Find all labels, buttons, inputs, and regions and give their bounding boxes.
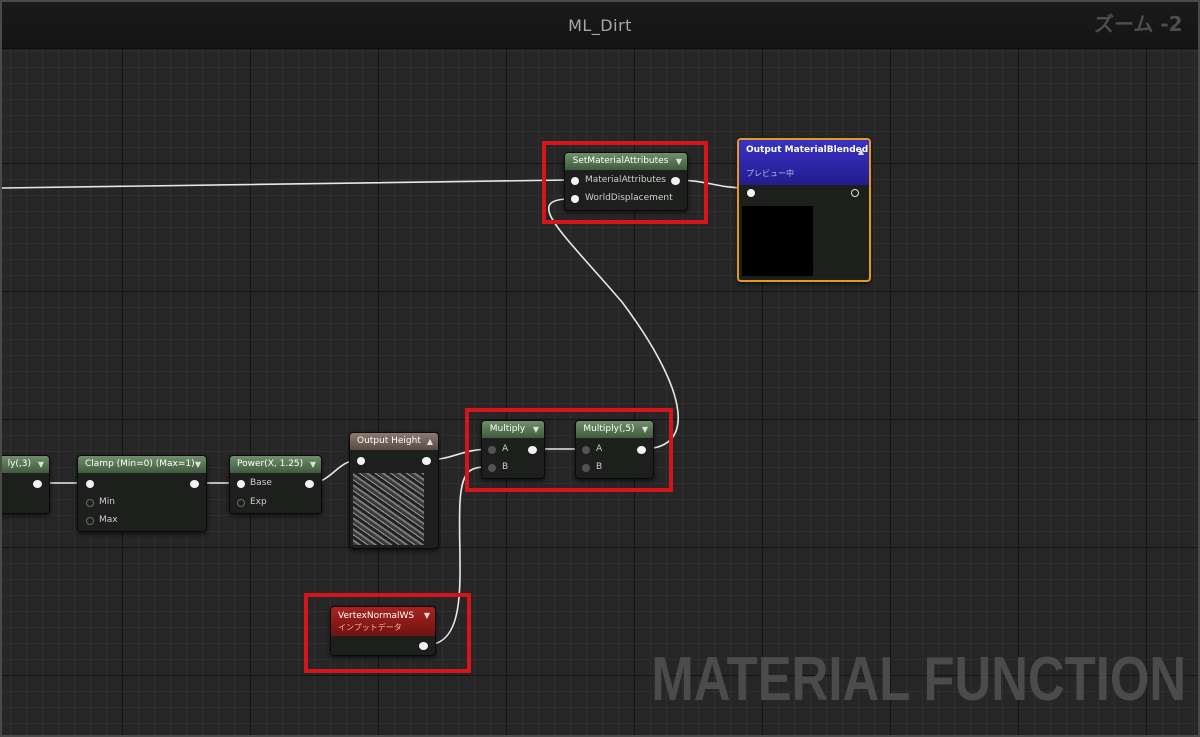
a-pin[interactable]: [582, 446, 590, 454]
highlight-box-set-material-attributes: [542, 141, 708, 224]
node-title: VertexNormalWS: [338, 611, 415, 621]
collapse-arrow-icon[interactable]: ▼: [675, 157, 682, 166]
multiply-node[interactable]: Multiply ▼ A B: [481, 420, 545, 479]
zoom-level-label: ズーム -2: [1094, 12, 1183, 36]
b-pin[interactable]: [488, 464, 496, 472]
pin-label-base: Base: [250, 478, 272, 488]
node-title: Output MaterialBlended: [746, 145, 869, 155]
b-pin[interactable]: [582, 464, 590, 472]
pin-label-b: B: [502, 462, 509, 472]
collapse-arrow-icon[interactable]: ▼: [423, 611, 430, 620]
output-pin[interactable]: [528, 446, 537, 454]
collapse-arrow-icon[interactable]: ▼: [641, 425, 648, 434]
pin-label-world-displacement: WorldDisplacement: [585, 193, 673, 203]
output-pin[interactable]: [305, 480, 314, 488]
pin-label-min: Min: [99, 497, 115, 507]
output-pin[interactable]: [419, 642, 428, 650]
node-title: Power(X, 1.25): [237, 459, 304, 469]
pin-label-exp: Exp: [250, 497, 267, 507]
highlight-box-multiply-nodes: [465, 408, 673, 492]
pin-label-material-attributes: MaterialAttributes: [585, 175, 666, 185]
wire-material-attributes: [2, 179, 571, 189]
input-pin[interactable]: [747, 189, 755, 197]
graph-title: ML_Dirt: [568, 16, 632, 35]
pin-label-a: A: [502, 444, 509, 454]
pin-label-b: B: [596, 462, 603, 472]
output-pin[interactable]: [422, 457, 431, 465]
collapse-arrow-icon[interactable]: ▲: [857, 147, 864, 156]
node-title: Multiply(,5): [583, 424, 635, 434]
node-title: SetMaterialAttributes: [572, 156, 669, 166]
node-title: Multiply: [489, 424, 526, 434]
vertex-normal-ws-node[interactable]: VertexNormalWS インプットデータ ▼: [330, 606, 436, 656]
output-pin[interactable]: [851, 189, 859, 197]
a-pin[interactable]: [488, 446, 496, 454]
node-title: Output Height: [357, 436, 421, 446]
multiply-5-node[interactable]: Multiply(,5) ▼ A B: [575, 420, 654, 479]
highlight-box-vertex-normal: [304, 593, 471, 673]
output-pin[interactable]: [190, 480, 199, 488]
pin-label-a: A: [596, 444, 603, 454]
graph-title-bar: ML_Dirt ズーム -2: [2, 2, 1198, 49]
node-subtitle: プレビュー中: [746, 169, 794, 178]
output-material-blended-node[interactable]: Output MaterialBlended プレビュー中 ▲: [737, 138, 871, 282]
node-title: ly(,3): [7, 459, 31, 469]
input-pin[interactable]: [86, 480, 94, 488]
base-pin[interactable]: [237, 480, 245, 488]
output-height-node[interactable]: Output Height ▲: [349, 432, 439, 549]
material-preview: [742, 206, 813, 276]
output-pin[interactable]: [637, 446, 646, 454]
set-material-attributes-node[interactable]: SetMaterialAttributes ▼ MaterialAttribut…: [564, 152, 688, 211]
output-pin[interactable]: [671, 177, 680, 185]
min-pin[interactable]: [86, 499, 94, 507]
collapse-arrow-icon[interactable]: ▼: [532, 425, 539, 434]
collapse-arrow-icon[interactable]: ▲: [426, 437, 433, 446]
input-pin[interactable]: [357, 457, 365, 465]
wire-vertex-normal-to-multiply: [425, 466, 492, 646]
collapse-arrow-icon[interactable]: ▼: [194, 460, 201, 469]
partial-multiply-node[interactable]: ly(,3) ▼: [2, 455, 50, 514]
power-node[interactable]: Power(X, 1.25) ▼ Base Exp: [229, 455, 322, 514]
material-attributes-pin[interactable]: [571, 177, 579, 185]
collapse-arrow-icon[interactable]: ▼: [309, 460, 316, 469]
wire-multiply5-to-world-displacement: [548, 198, 679, 450]
world-displacement-pin[interactable]: [571, 195, 579, 203]
exp-pin[interactable]: [237, 499, 245, 507]
texture-preview-image: [353, 473, 424, 545]
material-function-watermark: MATERIAL FUNCTION: [651, 645, 1186, 714]
output-pin[interactable]: [33, 480, 42, 488]
node-title: Clamp (Min=0) (Max=1): [85, 459, 195, 469]
pin-label-max: Max: [99, 515, 118, 525]
clamp-node[interactable]: Clamp (Min=0) (Max=1) ▼ Min Max: [77, 455, 207, 532]
node-subtitle: インプットデータ: [338, 623, 402, 632]
max-pin[interactable]: [86, 517, 94, 525]
collapse-arrow-icon[interactable]: ▼: [37, 460, 44, 469]
